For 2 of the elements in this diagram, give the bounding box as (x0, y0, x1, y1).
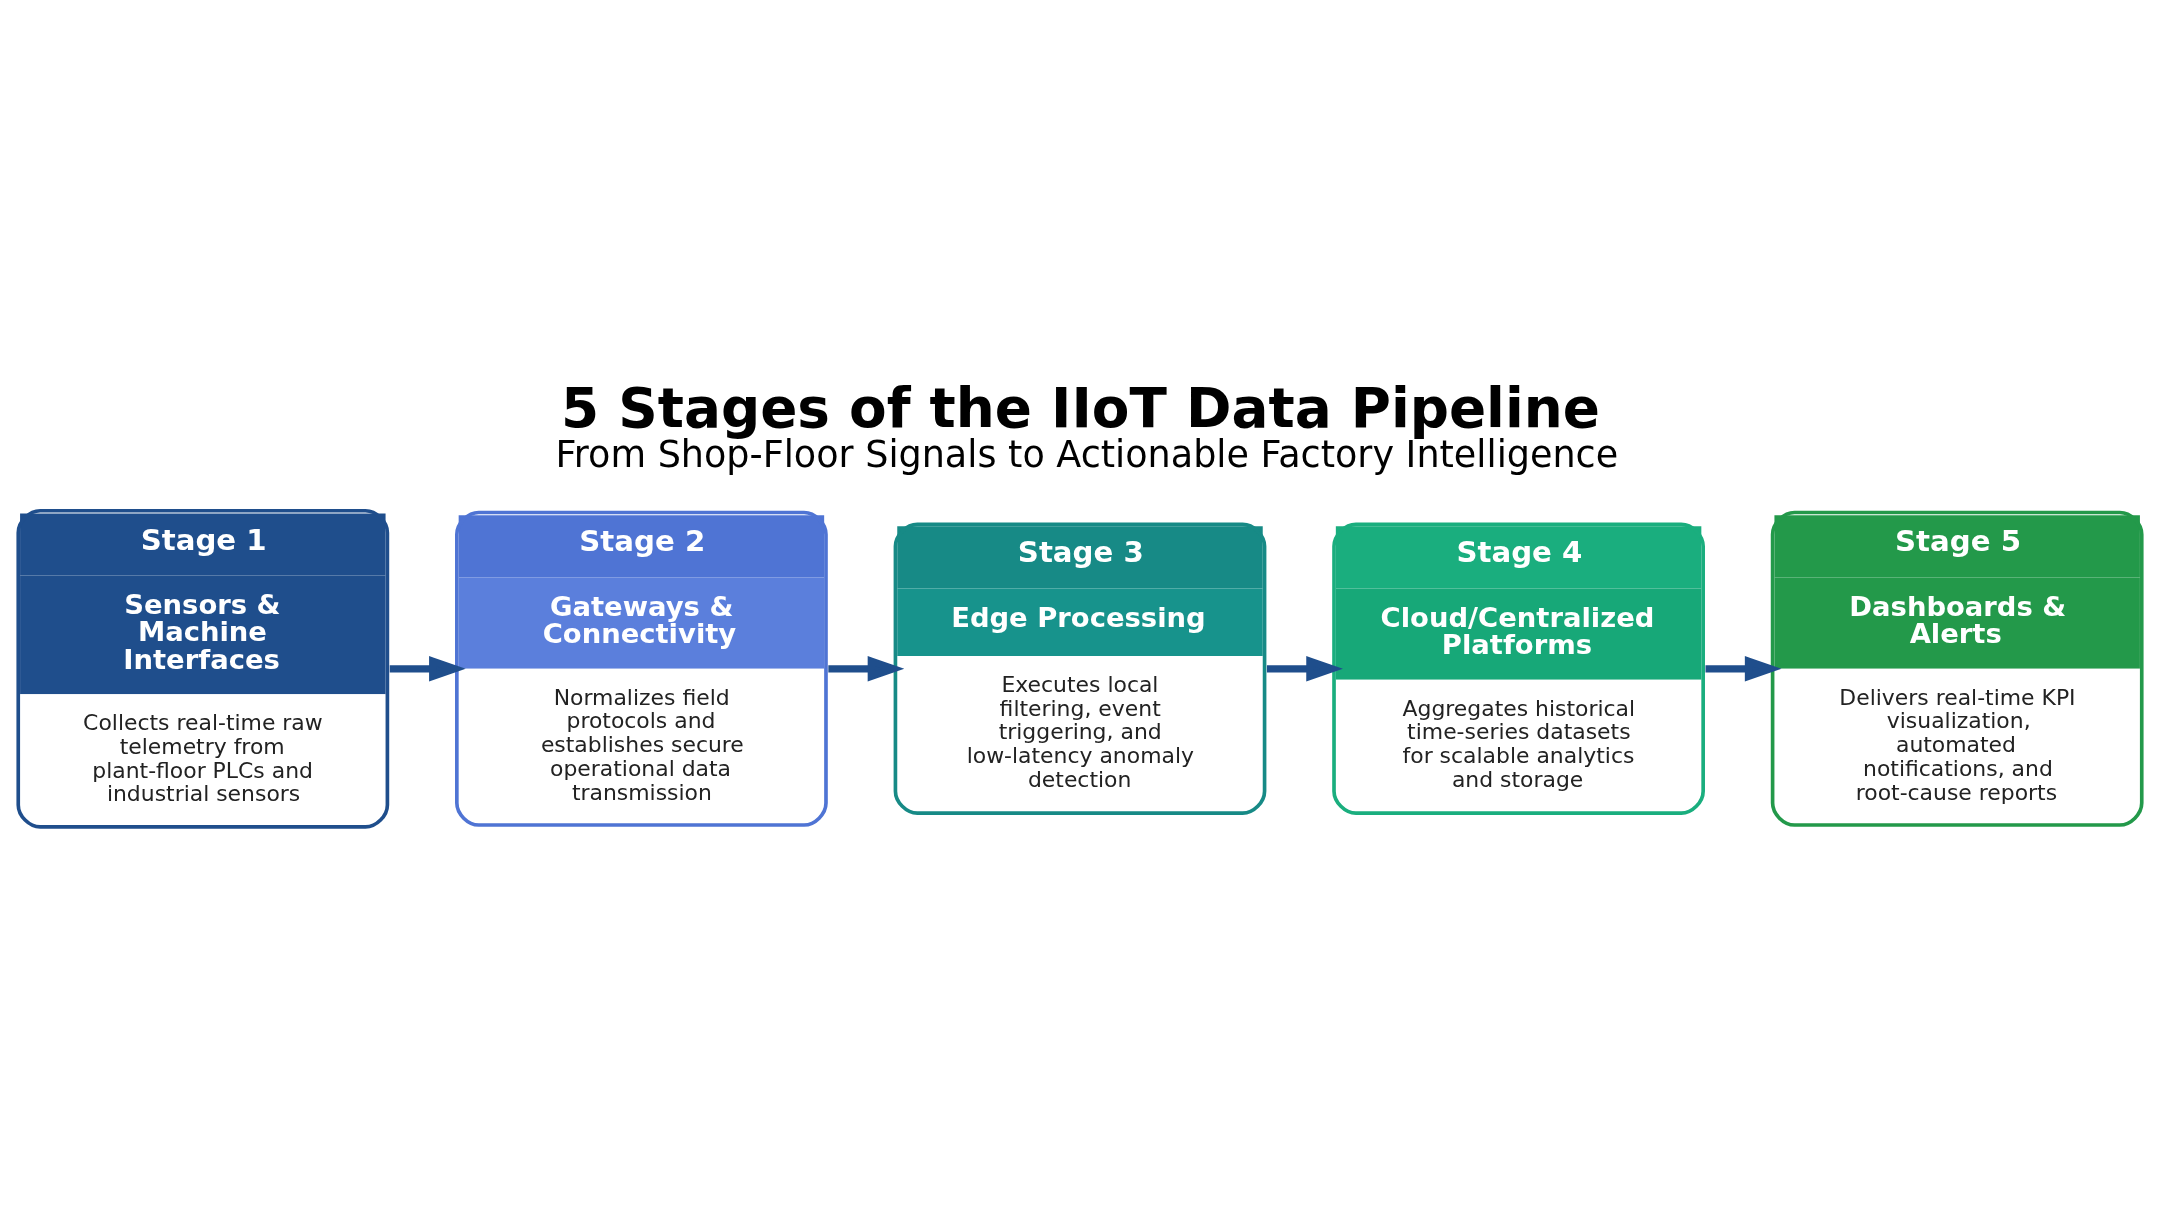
arrow (389, 655, 466, 682)
arrow (1266, 655, 1343, 682)
